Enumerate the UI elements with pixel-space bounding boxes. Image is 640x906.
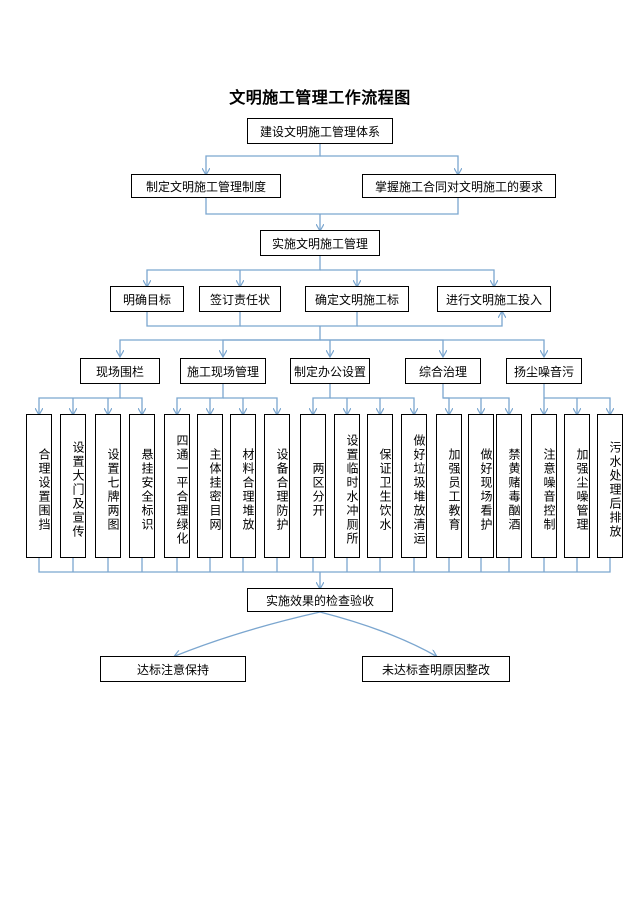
item-box: 保证卫生饮水 [367, 414, 393, 558]
outcome-box-1: 达标注意保持 [100, 656, 246, 682]
level2-box-1: 明确目标 [110, 286, 184, 312]
chart-title: 文明施工管理工作流程图 [229, 88, 411, 107]
item-box: 材料合理堆放 [230, 414, 256, 558]
item-box: 四通一平合理绿化 [164, 414, 190, 558]
group-box-2: 施工现场管理 [180, 358, 266, 384]
outcome-box-2: 未达标查明原因整改 [362, 656, 510, 682]
item-box: 设置大门及宣传 [60, 414, 86, 558]
item-box: 做好垃圾堆放清运 [401, 414, 427, 558]
item-box: 合理设置围挡 [26, 414, 52, 558]
level2-box-2: 签订责任状 [199, 286, 281, 312]
group-box-3: 制定办公设置 [290, 358, 370, 384]
group-box-5: 扬尘噪音污 [506, 358, 582, 384]
level2-box-4: 进行文明施工投入 [437, 286, 551, 312]
implement-box: 实施文明施工管理 [260, 230, 380, 256]
item-box: 设置临时水冲厕所 [334, 414, 360, 558]
group-box-1: 现场围栏 [80, 358, 160, 384]
item-box: 加强员工教育 [436, 414, 462, 558]
item-box: 做好现场看护 [468, 414, 494, 558]
item-box: 注意噪音控制 [531, 414, 557, 558]
item-box: 主体挂密目网 [197, 414, 223, 558]
item-box: 禁黄赌毒酗酒 [496, 414, 522, 558]
item-box: 悬挂安全标识 [129, 414, 155, 558]
check-box: 实施效果的检查验收 [247, 588, 393, 612]
item-box: 两区分开 [300, 414, 326, 558]
level1-box-2: 掌握施工合同对文明施工的要求 [362, 174, 556, 198]
level1-box-1: 制定文明施工管理制度 [131, 174, 281, 198]
level2-box-3: 确定文明施工标 [305, 286, 409, 312]
group-box-4: 综合治理 [405, 358, 481, 384]
item-box: 设备合理防护 [264, 414, 290, 558]
root-box: 建设文明施工管理体系 [247, 118, 393, 144]
item-box: 加强尘噪管理 [564, 414, 590, 558]
item-box: 污水处理后排放 [597, 414, 623, 558]
item-box: 设置七牌两图 [95, 414, 121, 558]
